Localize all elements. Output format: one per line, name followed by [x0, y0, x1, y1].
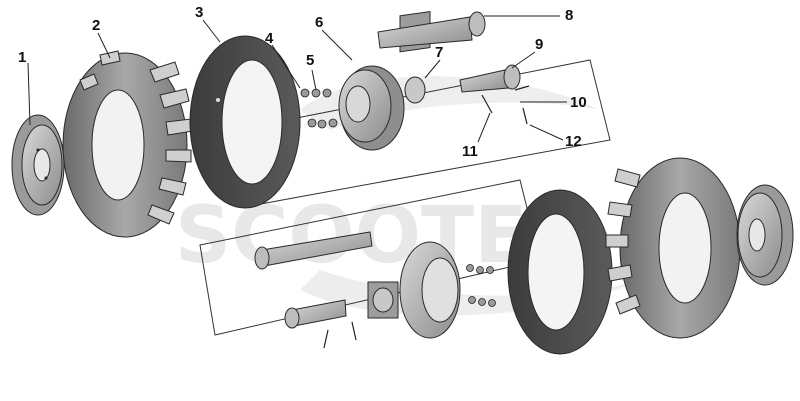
lower-assembly	[254, 231, 496, 349]
callout-8: 8	[565, 7, 573, 24]
tire-right	[605, 157, 741, 339]
callout-7: 7	[435, 44, 443, 61]
callout-4: 4	[265, 30, 274, 47]
wheel-weight-ring-right	[507, 189, 613, 355]
wheel-rim-right	[736, 184, 794, 286]
wheel-weight-ring-left	[189, 35, 301, 209]
callout-2: 2	[92, 17, 100, 34]
wheel-hub-disc	[338, 65, 405, 151]
callout-1: 1	[18, 49, 26, 66]
callout-5: 5	[306, 52, 314, 69]
callout-12: 12	[565, 133, 582, 150]
long-axle-shaft	[377, 11, 486, 49]
callout-9: 9	[535, 36, 543, 53]
leader-lines	[27, 15, 567, 143]
callout-6: 6	[315, 14, 323, 31]
wheel-rim-left	[11, 114, 65, 216]
callout-3: 3	[195, 4, 203, 21]
tire-left	[62, 50, 194, 238]
callout-11: 11	[462, 143, 478, 160]
callout-labels: 1 2 3 4 5 6 7 8 9 10 11 12	[18, 4, 587, 160]
callout-10: 10	[570, 94, 587, 111]
pins-upper	[481, 85, 530, 125]
short-axle-shaft	[459, 64, 521, 93]
